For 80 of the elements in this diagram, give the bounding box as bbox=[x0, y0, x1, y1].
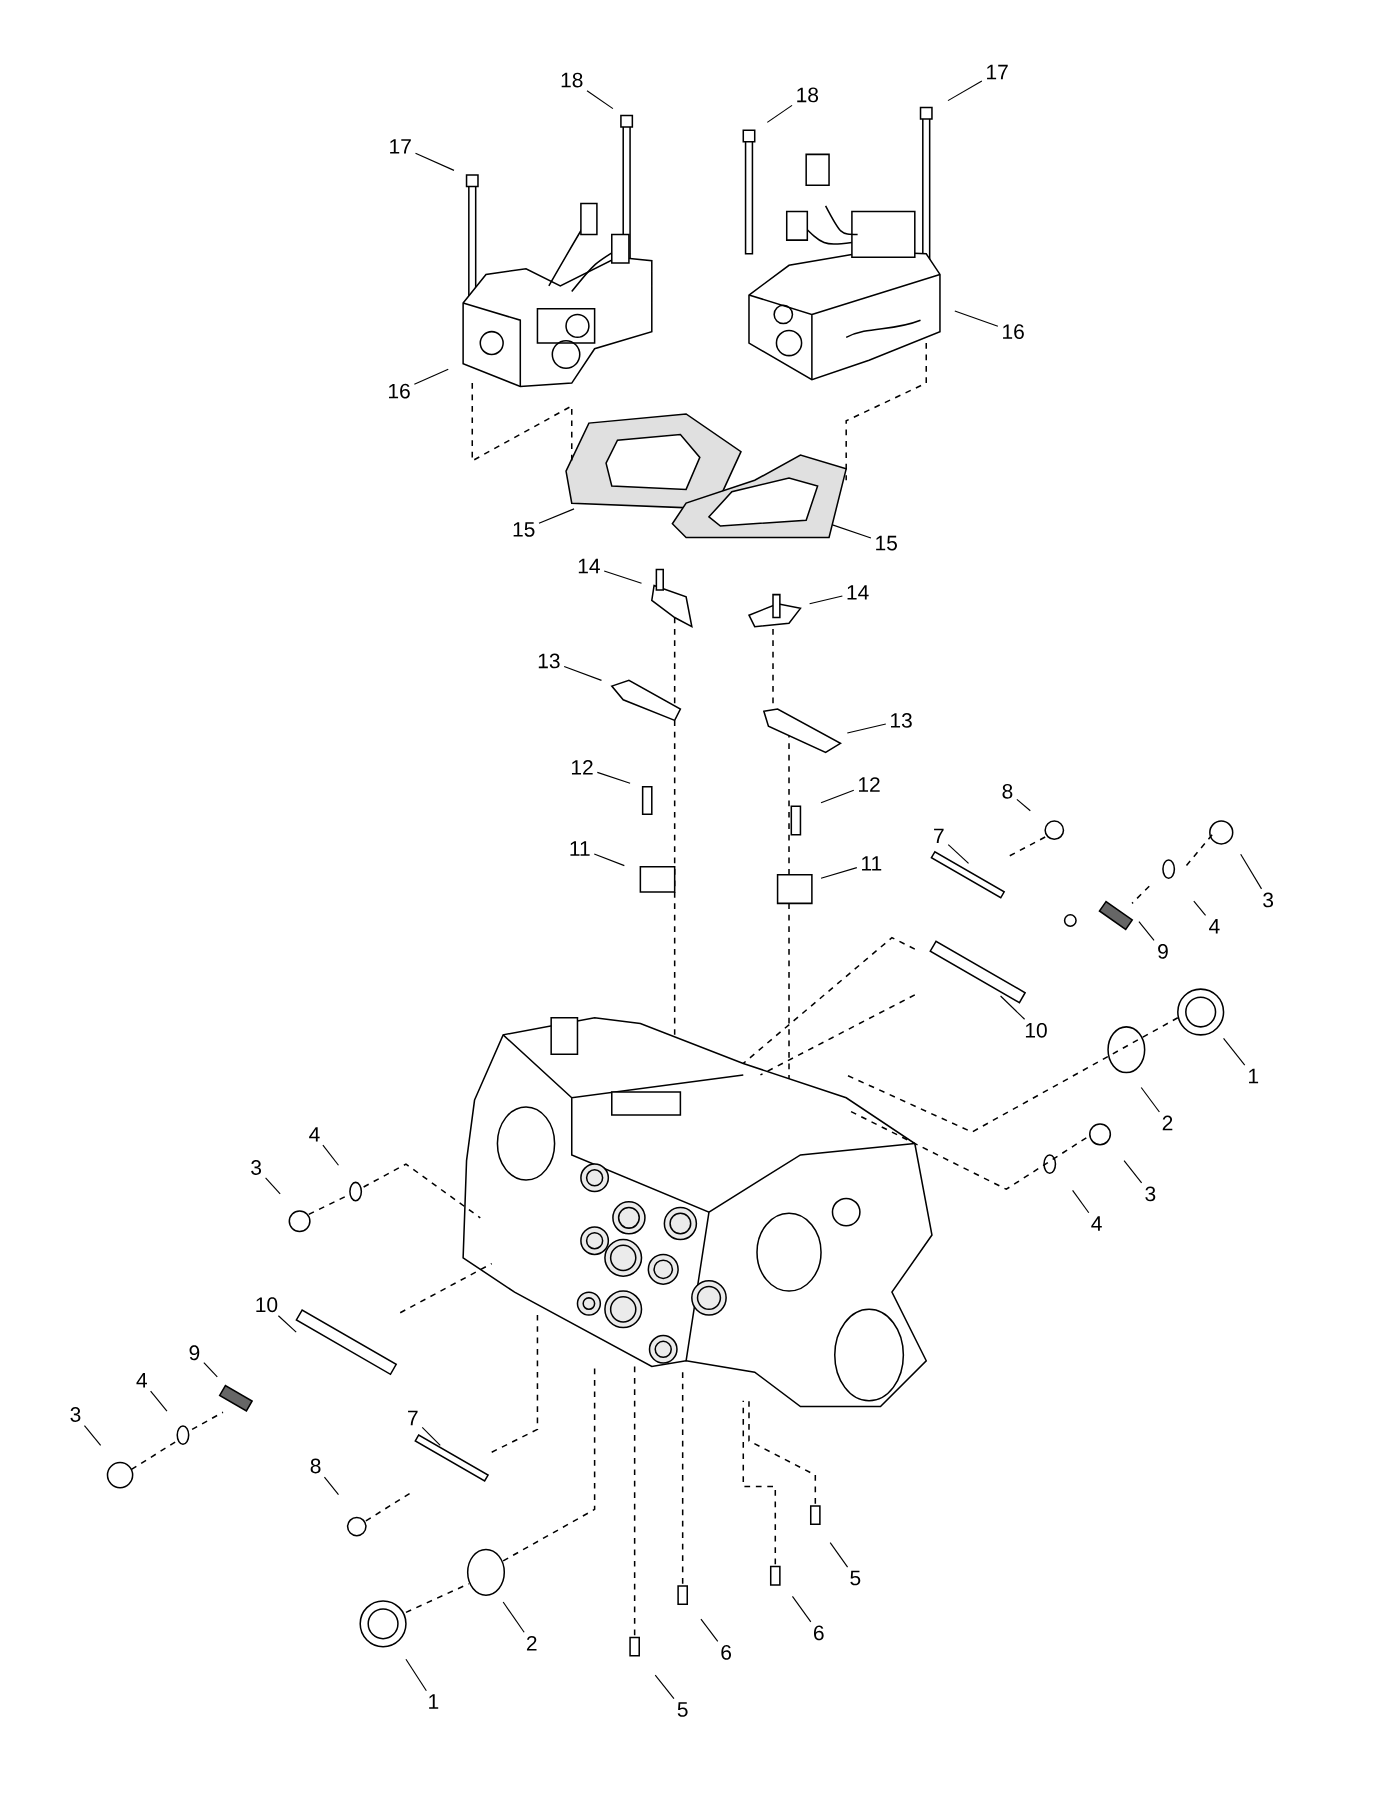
callout-number: 15 bbox=[875, 535, 897, 551]
leader-line bbox=[264, 1177, 281, 1195]
leader-line bbox=[1016, 798, 1031, 812]
callout-number: 3 bbox=[1262, 892, 1273, 908]
callout-number: 2 bbox=[1162, 1115, 1173, 1131]
leader-line bbox=[596, 771, 631, 784]
leader-line bbox=[1071, 1189, 1090, 1214]
leader-line bbox=[563, 666, 602, 681]
leader-line bbox=[603, 570, 642, 584]
leader-line bbox=[83, 1425, 101, 1446]
callout-number: 8 bbox=[1002, 783, 1013, 799]
callout-number: 17 bbox=[986, 64, 1008, 80]
callout-number: 14 bbox=[847, 585, 869, 600]
callout-number: 4 bbox=[136, 1373, 147, 1388]
callout-number: 4 bbox=[1208, 919, 1220, 934]
leader-line bbox=[593, 853, 625, 867]
leader-line bbox=[414, 152, 455, 171]
leader-line bbox=[1140, 1086, 1160, 1113]
callout-number: 18 bbox=[797, 87, 818, 103]
callout-number: 17 bbox=[389, 139, 411, 154]
callout-number: 4 bbox=[1091, 1216, 1102, 1231]
leader-line bbox=[149, 1390, 168, 1412]
callout-number: 16 bbox=[1002, 324, 1024, 340]
leader-line bbox=[766, 104, 793, 123]
callout-number: 1 bbox=[1248, 1068, 1258, 1084]
callout-number: 3 bbox=[70, 1407, 81, 1422]
leader-line bbox=[586, 90, 614, 110]
leader-line bbox=[322, 1144, 339, 1166]
leader-line bbox=[954, 310, 999, 327]
leader-line bbox=[791, 1595, 812, 1623]
leader-line bbox=[1222, 1037, 1246, 1066]
leader-line bbox=[820, 867, 858, 879]
leader-line bbox=[405, 1658, 427, 1692]
callout-number: 1 bbox=[428, 1694, 438, 1709]
leader-line bbox=[831, 524, 872, 539]
leader-line bbox=[1239, 853, 1262, 890]
leader-line bbox=[820, 789, 855, 804]
leader-line bbox=[1138, 921, 1155, 941]
leader-line bbox=[947, 844, 969, 864]
callout-number: 12 bbox=[571, 760, 593, 775]
callout-number: 3 bbox=[250, 1160, 261, 1175]
leader-line bbox=[502, 1601, 525, 1633]
callout-number: 5 bbox=[677, 1702, 688, 1717]
callout-number: 16 bbox=[388, 383, 410, 399]
leader-line bbox=[654, 1674, 675, 1700]
callout-number: 6 bbox=[813, 1625, 824, 1641]
leader-line bbox=[808, 595, 843, 605]
callout-number: 6 bbox=[721, 1644, 731, 1660]
leader-line bbox=[421, 1426, 441, 1446]
leader-line bbox=[1193, 900, 1206, 916]
callout-number: 18 bbox=[561, 72, 583, 88]
leader-line bbox=[1123, 1160, 1142, 1184]
leader-line bbox=[999, 995, 1025, 1020]
leader-line bbox=[947, 80, 983, 102]
leader-line bbox=[413, 368, 449, 385]
callout-number: 4 bbox=[308, 1127, 320, 1142]
leader-line bbox=[323, 1476, 339, 1496]
leader-line bbox=[829, 1542, 848, 1568]
leader-line bbox=[846, 723, 887, 734]
callout-number: 13 bbox=[538, 653, 560, 669]
leader-line bbox=[203, 1362, 218, 1378]
callout-number: 2 bbox=[526, 1635, 537, 1651]
callout-number: 8 bbox=[310, 1458, 321, 1474]
callout-number: 7 bbox=[407, 1410, 418, 1426]
callout-number: 9 bbox=[1157, 944, 1168, 959]
callout-number: 14 bbox=[578, 558, 600, 574]
callout-number: 11 bbox=[861, 856, 881, 871]
callout-number: 13 bbox=[890, 713, 912, 728]
callout-number: 5 bbox=[850, 1570, 861, 1586]
leader-line bbox=[700, 1618, 719, 1642]
callout-number: 3 bbox=[1145, 1186, 1156, 1202]
callout-number: 10 bbox=[256, 1297, 277, 1313]
leader-line bbox=[538, 508, 575, 524]
leader-line bbox=[277, 1315, 297, 1333]
callout-number: 12 bbox=[858, 777, 880, 792]
callout-number: 10 bbox=[1025, 1022, 1047, 1038]
callout-number: 15 bbox=[513, 522, 535, 537]
callout-number: 9 bbox=[189, 1345, 199, 1361]
callout-number: 7 bbox=[933, 828, 944, 844]
callout-number: 11 bbox=[570, 841, 590, 856]
